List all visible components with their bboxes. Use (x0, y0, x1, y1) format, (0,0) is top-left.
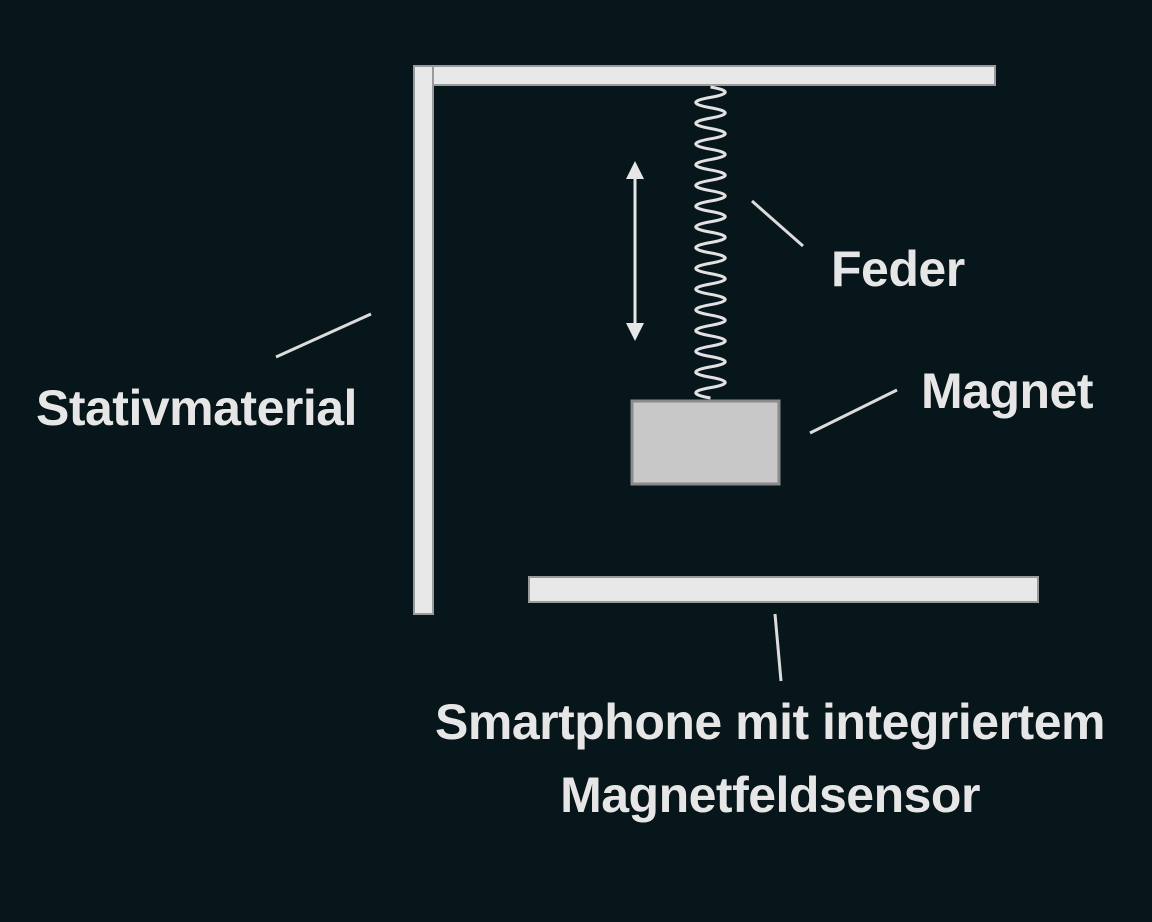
smartphone-label-line-2: Magnetfeldsensor (560, 767, 980, 823)
smartphone-plate (528, 576, 1039, 603)
spring-label: Feder (831, 241, 965, 297)
leader-line-magnet (809, 388, 898, 435)
spring-coil (694, 85, 727, 400)
stand-horizontal-arm (432, 65, 996, 86)
stand-vertical-post (413, 65, 434, 615)
smartphone-label-line-1: Smartphone mit integriertem (435, 694, 1105, 750)
magnet-label: Magnet (921, 363, 1094, 419)
spring (694, 85, 727, 400)
stand-label: Stativmaterial (36, 380, 357, 436)
magnet-block (630, 399, 781, 486)
leader-line-spring (751, 199, 804, 248)
leader-line-stand (275, 312, 372, 359)
leader-line-phone (773, 613, 783, 682)
